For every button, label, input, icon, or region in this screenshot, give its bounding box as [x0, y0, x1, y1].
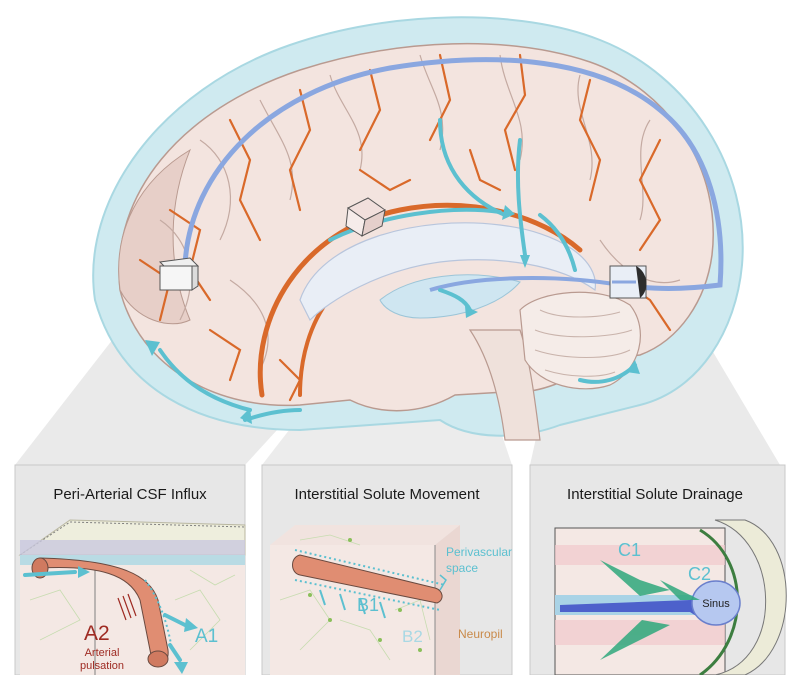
sample-cube-b [345, 197, 386, 237]
sample-cube-c [609, 265, 647, 299]
ventricle [379, 274, 521, 319]
label-a1: A1 [195, 626, 218, 647]
sagittal-sinus-vein [182, 57, 724, 291]
panel-interstitial-drainage: Interstitial Solute Drainage C1 C2 Sinus [529, 464, 787, 675]
panel-b-vessel [292, 554, 443, 604]
label-c1: C1 [618, 540, 641, 560]
label-a2: A2 [84, 622, 110, 645]
brain-illustration [15, 16, 780, 465]
panel-b-tissue-block [270, 525, 460, 675]
panel-c-sinus [691, 580, 741, 626]
panel-c-drainage-channel [560, 585, 730, 625]
panel-b-perivascular-space [294, 549, 446, 611]
panel-c-title: Interstitial Solute Drainage [567, 486, 743, 503]
panel-a-artery-end [147, 650, 169, 668]
sample-cube-a [158, 257, 200, 291]
cerebellum [519, 291, 641, 390]
main-artery [257, 202, 583, 398]
straight-sinus-vein [429, 276, 621, 292]
cerebellum-folia [534, 309, 633, 377]
panel-c-cone-arrows [600, 560, 700, 660]
panel-b-solute-arrows [319, 589, 386, 619]
label-sinus: Sinus [702, 598, 730, 610]
panel-b-perivascular-bracket [439, 574, 447, 591]
label-b1: B1 [357, 595, 379, 615]
label-perivascular-1: Perivascular [446, 545, 512, 559]
label-c2: C2 [688, 564, 711, 584]
panel-peri-arterial: Peri-Arterial CSF Influx [14, 464, 246, 675]
panel-b-title: Interstitial Solute Movement [294, 486, 480, 503]
panel-a-perivascular-space [144, 579, 173, 651]
label-arterial-pulsation-1: Arterial [85, 647, 120, 659]
panel-b-green-cells [308, 538, 422, 652]
corpus-callosum [299, 222, 596, 322]
label-b2: B2 [402, 627, 423, 646]
label-perivascular-2: space [446, 561, 478, 575]
panel-a-tissue-block [18, 519, 246, 675]
csf-arrowheads [145, 205, 640, 424]
panel-interstitial-movement: Interstitial Solute Movement [261, 464, 513, 675]
label-arterial-pulsation-2: pulsation [80, 660, 124, 672]
panel-a-title: Peri-Arterial CSF Influx [53, 486, 207, 503]
label-neuropil: Neuropil [458, 627, 503, 641]
panel-a-csf-arrows [23, 570, 187, 662]
panel-a-pulsation-lines [117, 593, 137, 621]
